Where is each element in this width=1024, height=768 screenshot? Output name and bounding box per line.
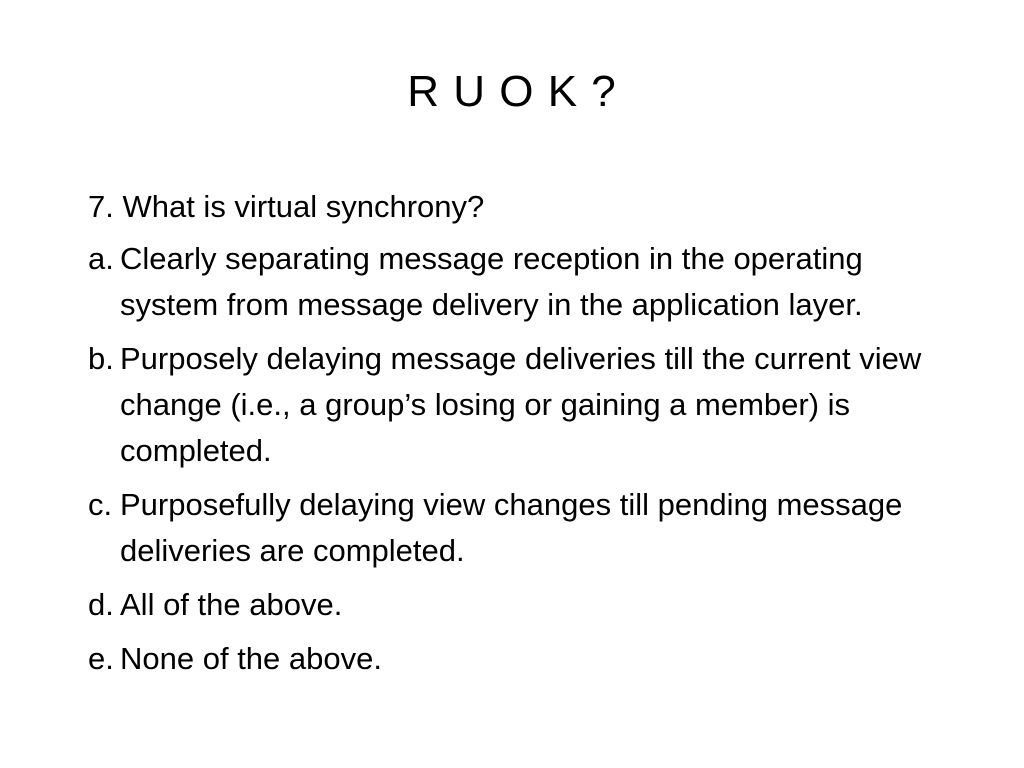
option-c: c. Purposefully delaying view changes ti… <box>88 482 968 574</box>
option-b: b. Purposely delaying message deliveries… <box>88 336 968 474</box>
option-letter: e. <box>88 641 114 676</box>
question-text: 7. What is virtual synchrony? <box>88 189 485 224</box>
option-d: d. All of the above. <box>88 582 968 628</box>
option-e: e. None of the above. <box>88 636 968 682</box>
option-text: None of the above. <box>120 641 382 676</box>
slide-title: R U O K ? <box>407 67 617 116</box>
option-letter: d. <box>88 587 114 622</box>
slide-body: 7. What is virtual synchrony? a. Clearly… <box>88 184 968 690</box>
option-text: Purposely delaying message deliveries ti… <box>120 341 922 468</box>
option-text: All of the above. <box>120 587 343 622</box>
option-text: Purposefully delaying view changes till … <box>120 487 903 568</box>
option-letter: a. <box>88 241 114 276</box>
option-text: Clearly separating message reception in … <box>120 241 863 322</box>
option-letter: c. <box>88 487 113 522</box>
answer-options: a. Clearly separating message reception … <box>88 236 968 682</box>
option-letter: b. <box>88 341 114 376</box>
option-a: a. Clearly separating message reception … <box>88 236 968 328</box>
